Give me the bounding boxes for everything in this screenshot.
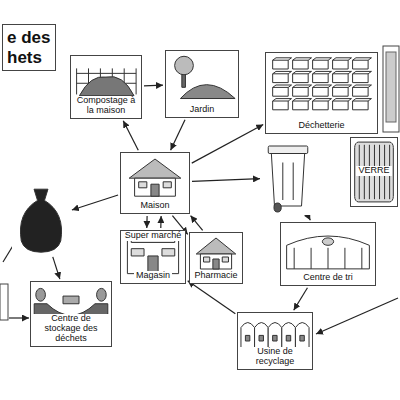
flow-arrow	[160, 216, 162, 228]
cropped-box	[0, 284, 8, 320]
flow-arrow	[294, 288, 308, 311]
node-label: Usine de recyclage	[238, 347, 312, 367]
flow-arrow	[123, 121, 138, 150]
cropped-panel	[383, 46, 399, 132]
incoming-arrow	[316, 298, 398, 334]
garden-box: Jardin	[165, 50, 239, 118]
sorting-centre-box: Centre de tri	[280, 222, 376, 286]
flow-arrow	[53, 257, 60, 279]
node-label: Centre de stockage des déchets	[31, 314, 111, 344]
flow-arrow	[192, 179, 260, 182]
recycling-plant-box: Usine de recyclage	[237, 312, 313, 370]
bin-node	[262, 140, 314, 215]
recycling-yard-box: Déchetterie	[265, 52, 378, 134]
flow-arrow	[72, 195, 118, 210]
bag-node	[12, 185, 70, 255]
node-label: Pharmacie	[192, 271, 239, 281]
pharmacy-box: Pharmacie	[189, 232, 243, 284]
node-label: Maison	[138, 201, 171, 211]
diagram-title: e des hets	[7, 28, 51, 67]
node-label: Super marché	[123, 231, 184, 241]
compost-box: Compostage à la maison	[70, 55, 142, 119]
incoming-arrow	[9, 317, 29, 318]
shop-box: Super marchéMagasin	[120, 230, 186, 284]
node-label: Jardin	[188, 105, 217, 115]
node-label: Compostage à la maison	[71, 96, 141, 116]
node-label: Centre de tri	[301, 273, 355, 283]
rubbish-bag-picture	[12, 185, 70, 255]
wheelie-bin-picture	[262, 140, 314, 215]
flow-arrow	[171, 120, 185, 150]
flow-arrow	[188, 281, 236, 314]
node-label: Magasin	[134, 271, 172, 281]
house-box: Maison	[120, 152, 190, 214]
node-label: VERRE	[356, 166, 391, 176]
flow-arrow	[144, 85, 163, 87]
node-label: Déchetterie	[296, 121, 346, 131]
glass-container-box: VERRE	[350, 137, 398, 207]
cropped-picture	[386, 52, 396, 122]
flow-arrow	[146, 216, 148, 228]
flow-arrow	[192, 124, 263, 163]
flow-arrow	[309, 217, 311, 220]
flow-arrow	[191, 216, 203, 231]
title-box: e des hets	[2, 24, 56, 71]
landfill-box: Centre de stockage des déchets	[30, 281, 112, 347]
